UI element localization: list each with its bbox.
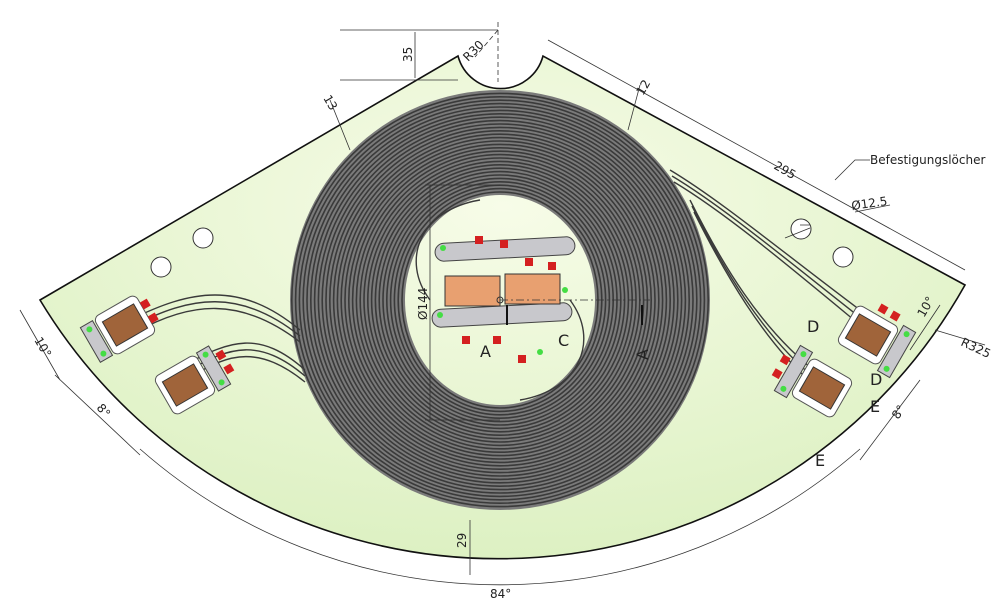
section-e2-label: E — [815, 451, 825, 470]
coil-winding — [302, 102, 698, 498]
detail-c-label: C — [558, 331, 569, 350]
section-e1-label: E — [870, 397, 880, 416]
coil-winding — [378, 170, 622, 430]
clamp-right-bottom — [771, 344, 853, 418]
coil-winding — [355, 150, 645, 450]
coil-winding — [313, 113, 687, 487]
coil-winding — [294, 96, 706, 504]
clamp-left-bottom — [154, 345, 235, 415]
coil-winding — [344, 140, 656, 460]
center-clamp — [431, 236, 650, 363]
coil-body — [290, 90, 710, 510]
edge-margin-left-label: 13 — [320, 93, 340, 113]
coil-winding — [306, 106, 694, 494]
coil-winding — [347, 143, 652, 457]
bottom-margin-label: 29 — [455, 533, 469, 548]
coil-spiral — [290, 90, 710, 510]
coil-winding — [298, 99, 702, 501]
edge-length-label: 295 — [772, 158, 799, 182]
coil-winding — [325, 123, 675, 477]
angle-left-bottom-label: 8° — [94, 401, 113, 420]
inner-diameter-label: Ø144 — [416, 288, 430, 320]
notch-radius-label: R30 — [460, 38, 487, 65]
coil-winding — [389, 181, 611, 419]
coil-winding — [290, 92, 709, 508]
dimension-lines — [19, 22, 986, 586]
angle-right-bottom-label: 8° — [889, 403, 908, 422]
coil-winding — [328, 126, 671, 474]
coil-winding — [321, 119, 679, 481]
edge-margin-right-label: 12 — [633, 77, 653, 97]
outer-radius-label: R325 — [959, 335, 993, 361]
mounting-holes-label: Befestigungslöcher — [870, 153, 985, 167]
notch-depth-label: 35 — [401, 47, 415, 62]
coil-winding — [340, 136, 660, 464]
section-a2-label: A — [633, 349, 652, 360]
hole-diameter-label: Ø12.5 — [850, 194, 888, 213]
coil-winding — [317, 116, 683, 484]
section-a1-label: A — [480, 342, 491, 361]
section-d2-label: D — [870, 370, 882, 389]
coil-winding — [309, 109, 690, 491]
clamp-right-top — [837, 303, 917, 379]
angle-left-top-label: 10° — [31, 335, 54, 360]
clamp-left-top — [79, 295, 159, 364]
coil-winding — [336, 133, 664, 467]
coil-winding — [332, 130, 668, 470]
sector-angle-label: 84° — [490, 587, 511, 601]
section-d1-label: D — [807, 317, 819, 336]
